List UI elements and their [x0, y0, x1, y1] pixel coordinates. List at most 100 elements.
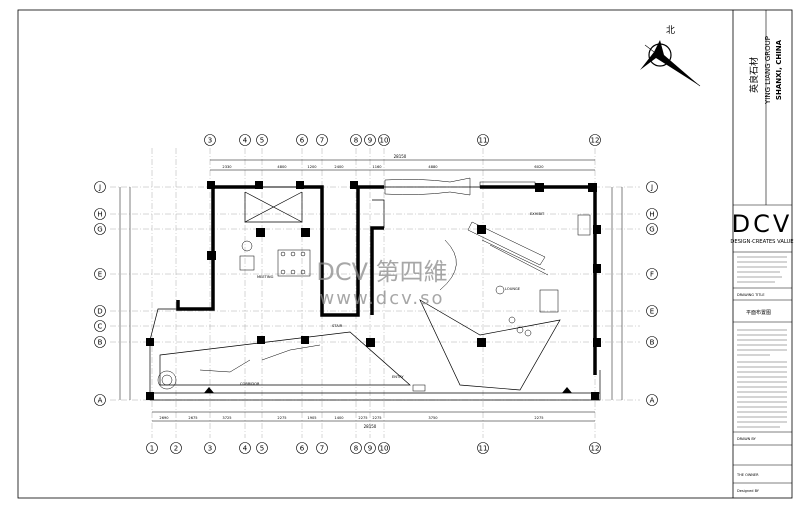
dimension-lines	[119, 159, 623, 422]
row-marker-left-h-bubble	[94, 208, 106, 220]
dimension-bottom-segment: 3750	[428, 416, 438, 420]
column-marker-bottom-label: 10	[380, 445, 389, 453]
column-marker-bottom-label: 8	[354, 445, 358, 453]
dimension-bottom-segment: 2690	[159, 416, 169, 420]
dimension-bottom-segment: 2275	[372, 416, 381, 420]
column-marker-bottom-bubble	[204, 442, 216, 454]
company-name-cn: 英良石材	[748, 57, 760, 93]
north-label: 北	[666, 25, 675, 36]
column-marker-bottom-label: 1	[150, 445, 154, 453]
dimension-bottom-segment: 1905	[307, 416, 316, 420]
row-marker-right-j-label: J	[650, 184, 653, 192]
row-marker-right-f-label: F	[650, 271, 654, 279]
watermark-brand: DCV 第四維	[316, 258, 447, 286]
row-marker-right-g-label: G	[649, 226, 654, 234]
column-marker-top-bubble	[316, 134, 328, 146]
dimension-top-total: 28150	[394, 154, 407, 159]
column-marker-top-label: 9	[368, 137, 372, 145]
column-marker-top-label: 7	[320, 137, 324, 145]
column-marker-top-label: 3	[208, 137, 212, 145]
column-marker-bottom-label: 7	[320, 445, 324, 453]
column-marker-bottom-bubble	[170, 442, 182, 454]
stair-arrow-icon	[204, 387, 572, 393]
column-marker-bottom-bubble	[256, 442, 268, 454]
column-marker-bottom-bubble	[364, 442, 376, 454]
dimension-top-segment: 1200	[307, 165, 317, 169]
row-marker-right-h-bubble	[646, 208, 658, 220]
row-marker-left-j-label: J	[98, 184, 101, 192]
dimension-top-segment: 2400	[334, 165, 344, 169]
column-marker-bottom-label: 2	[174, 445, 178, 453]
row-marker-left-b-bubble	[94, 336, 106, 348]
sheet-border	[17, 9, 793, 499]
column-marker-top-bubble	[477, 134, 489, 146]
row-marker-left-c-bubble	[94, 320, 106, 332]
column-marker-bottom-bubble	[350, 442, 362, 454]
dimension-bottom-total: 28150	[364, 424, 377, 429]
dimension-bottom-segment: 2675	[188, 416, 197, 420]
title-block: 英良石材 YING LIANG GROUP SHANXI, CHINA DCV …	[730, 36, 793, 493]
dimension-top-segment: 2330	[222, 165, 232, 169]
column-marker-bottom-bubble	[146, 442, 158, 454]
row-marker-left-e-bubble	[94, 268, 106, 280]
column-marker-top-bubble	[589, 134, 601, 146]
column-marker-top-bubble	[204, 134, 216, 146]
room-label-lounge: LOUNGE	[505, 287, 521, 291]
column-marker-bottom-label: 5	[260, 445, 264, 453]
row-marker-right-h-label: H	[649, 211, 654, 219]
row-marker-left-b-label: B	[98, 339, 103, 347]
column-marker-bottom-bubble	[239, 442, 251, 454]
dimension-top-segment: 4800	[277, 165, 287, 169]
interior-walls	[149, 186, 601, 401]
row-marker-left-g-label: G	[97, 226, 102, 234]
dimension-bottom-segment: 2275	[534, 416, 543, 420]
designed-by-label: Designed BY	[737, 489, 760, 493]
row-markers-right: J HG F E B A	[646, 181, 658, 406]
room-label-entry: ENTRY	[392, 375, 404, 379]
dimension-top-segment: 1160	[372, 165, 382, 169]
row-marker-right-e-bubble	[646, 305, 658, 317]
row-marker-right-e-label: E	[650, 308, 654, 316]
column-marker-top-label: 12	[591, 137, 600, 145]
row-marker-right-a-label: A	[650, 397, 655, 405]
drawn-by-label: DRAWN BY	[737, 437, 757, 441]
row-marker-left-e-label: E	[98, 271, 102, 279]
row-marker-right-b-label: B	[650, 339, 655, 347]
column-marker-top-label: 10	[380, 137, 389, 145]
column-marker-bottom-bubble	[316, 442, 328, 454]
column-marker-top-bubble	[364, 134, 376, 146]
column-marker-top-label: 6	[300, 137, 305, 145]
column-marker-bottom-label: 11	[479, 445, 488, 453]
furniture	[157, 177, 591, 392]
column-marker-top-label: 5	[260, 137, 264, 145]
column-marker-bottom-label: 3	[208, 445, 212, 453]
column-marker-top-bubble	[378, 134, 390, 146]
column-marker-top-label: 8	[354, 137, 358, 145]
column-marker-bottom-label: 6	[300, 445, 305, 453]
row-marker-right-j-bubble	[646, 181, 658, 193]
column-marker-top-bubble	[239, 134, 251, 146]
project-location: SHANXI, CHINA	[775, 39, 783, 100]
structural-columns	[146, 181, 601, 400]
column-marker-bottom-bubble	[589, 442, 601, 454]
row-marker-right-a-bubble	[646, 394, 658, 406]
dimension-top-segment: 6020	[534, 165, 544, 169]
column-marker-bottom-label: 9	[368, 445, 372, 453]
row-marker-right-f-bubble	[646, 268, 658, 280]
column-marker-bottom-label: 4	[243, 445, 248, 453]
row-marker-left-d-label: D	[97, 308, 102, 316]
column-marker-bottom-bubble	[296, 442, 308, 454]
room-label-exhibit: EXHIBIT	[530, 212, 545, 216]
row-marker-left-h-label: H	[97, 211, 102, 219]
drawing-title: 平面布置图	[746, 309, 771, 316]
watermark-url: www.dcv.so	[320, 288, 445, 309]
column-marker-bottom-bubble	[378, 442, 390, 454]
company-name-en: YING LIANG GROUP	[764, 36, 772, 105]
